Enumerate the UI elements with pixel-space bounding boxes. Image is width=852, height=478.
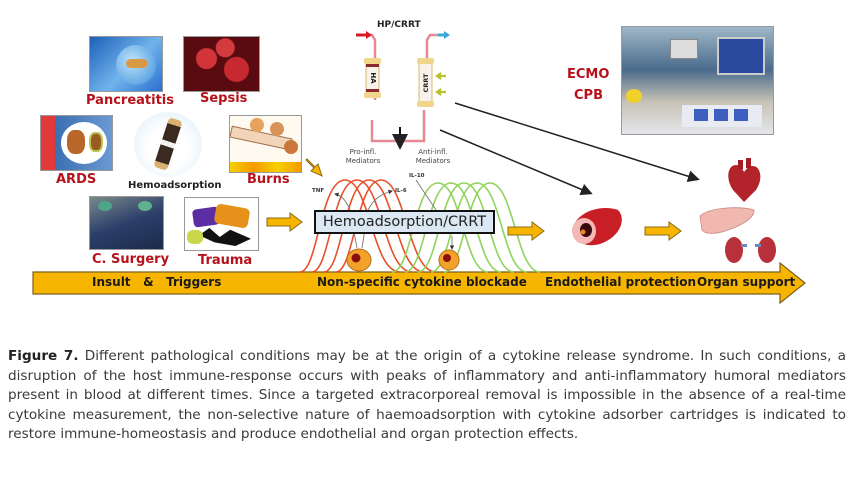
sepsis-image	[183, 36, 260, 92]
hp-crrt-circuit	[356, 31, 450, 150]
anti-label-line2: Mediators	[415, 157, 451, 165]
ecmo-machine-image	[621, 26, 774, 135]
trauma-label: Trauma	[198, 253, 253, 268]
ards-image	[40, 115, 113, 171]
figure-caption: Figure 7. Different pathological conditi…	[8, 347, 846, 445]
c-surgery-label: C. Surgery	[92, 252, 170, 267]
pro-inflammatory-label: Pro-infl. Mediators	[338, 148, 388, 166]
yellow-arrows	[266, 158, 682, 241]
timeline-stage-insult: Insult & Triggers	[92, 275, 222, 289]
diagram-graphics	[32, 31, 806, 305]
tnf-label: TNF	[312, 188, 325, 194]
hemoadsorption-crrt-box: Hemoadsorption/CRRT	[314, 210, 495, 234]
sepsis-label: Sepsis	[200, 91, 248, 106]
timeline-stage-endothelial: Endothelial protection	[545, 275, 696, 289]
timeline-stage-organ: Organ support	[697, 275, 796, 289]
anti-label-line1: Anti-infl.	[418, 148, 448, 156]
ecmo-label: ECMO	[567, 67, 610, 82]
trauma-image	[184, 197, 259, 251]
pro-inflammatory-curves	[299, 179, 437, 273]
blood-vessel-image	[572, 208, 622, 246]
burns-label: Burns	[247, 172, 290, 187]
caption-text: Different pathological conditions may be…	[8, 348, 846, 443]
organs-image	[699, 158, 776, 263]
crrt-cartridge-label: CRRT	[422, 73, 430, 93]
pro-label-line2: Mediators	[345, 157, 381, 165]
pancreatitis-label: Pancreatitis	[86, 93, 174, 108]
anti-inflammatory-label: Anti-infl. Mediators	[408, 148, 458, 166]
cpb-label: CPB	[574, 88, 603, 103]
timeline-arrow	[32, 261, 806, 305]
hemoadsorption-label: Hemoadsorption	[128, 180, 222, 191]
caption-label: Figure 7.	[8, 348, 79, 364]
arrow-to-organs	[454, 102, 700, 183]
il6-label: IL-6	[395, 188, 407, 194]
burns-image	[229, 115, 302, 173]
immune-cell-left	[346, 248, 372, 272]
ha-cartridge-label: HA	[369, 72, 377, 84]
immune-cell-right	[438, 249, 460, 271]
arrow-to-endothelium	[439, 129, 593, 196]
ards-label: ARDS	[56, 172, 97, 187]
il10-label: IL-10	[409, 173, 425, 179]
cardiac-surgery-image	[89, 196, 164, 250]
hemoadsorption-cartridge-image	[134, 112, 202, 177]
hp-crrt-title: HP/CRRT	[377, 20, 421, 30]
pro-label-line1: Pro-infl.	[349, 148, 377, 156]
timeline-stage-blockade: Non-specific cytokine blockade	[317, 275, 527, 289]
pancreatitis-image	[89, 36, 163, 92]
